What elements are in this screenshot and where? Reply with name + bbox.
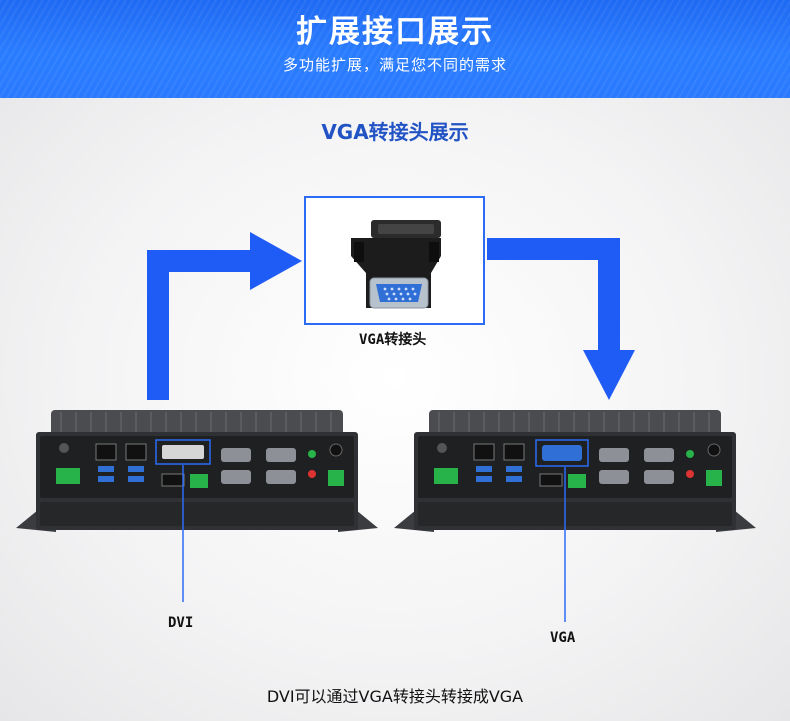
vga-adapter-icon xyxy=(351,220,441,309)
section-title: VGA转接头展示 xyxy=(321,120,469,144)
adapter-image-frame xyxy=(304,196,485,325)
adapter-label: VGA转接头 xyxy=(359,332,427,348)
banner-subtitle: 多功能扩展，满足您不同的需求 xyxy=(282,56,507,74)
vga-port-label: VGA xyxy=(550,630,576,646)
bottom-caption: DVI可以通过VGA转接头转接成VGA xyxy=(266,687,524,706)
left-industrial-pc xyxy=(16,410,378,532)
header-banner: 扩展接口展示 多功能扩展，满足您不同的需求 xyxy=(0,0,790,98)
arrow-left-to-adapter xyxy=(147,232,302,400)
right-industrial-pc xyxy=(394,410,756,532)
banner-title: 扩展接口展示 xyxy=(296,14,494,50)
dvi-port-label: DVI xyxy=(168,615,194,631)
arrow-adapter-to-right xyxy=(487,238,635,400)
